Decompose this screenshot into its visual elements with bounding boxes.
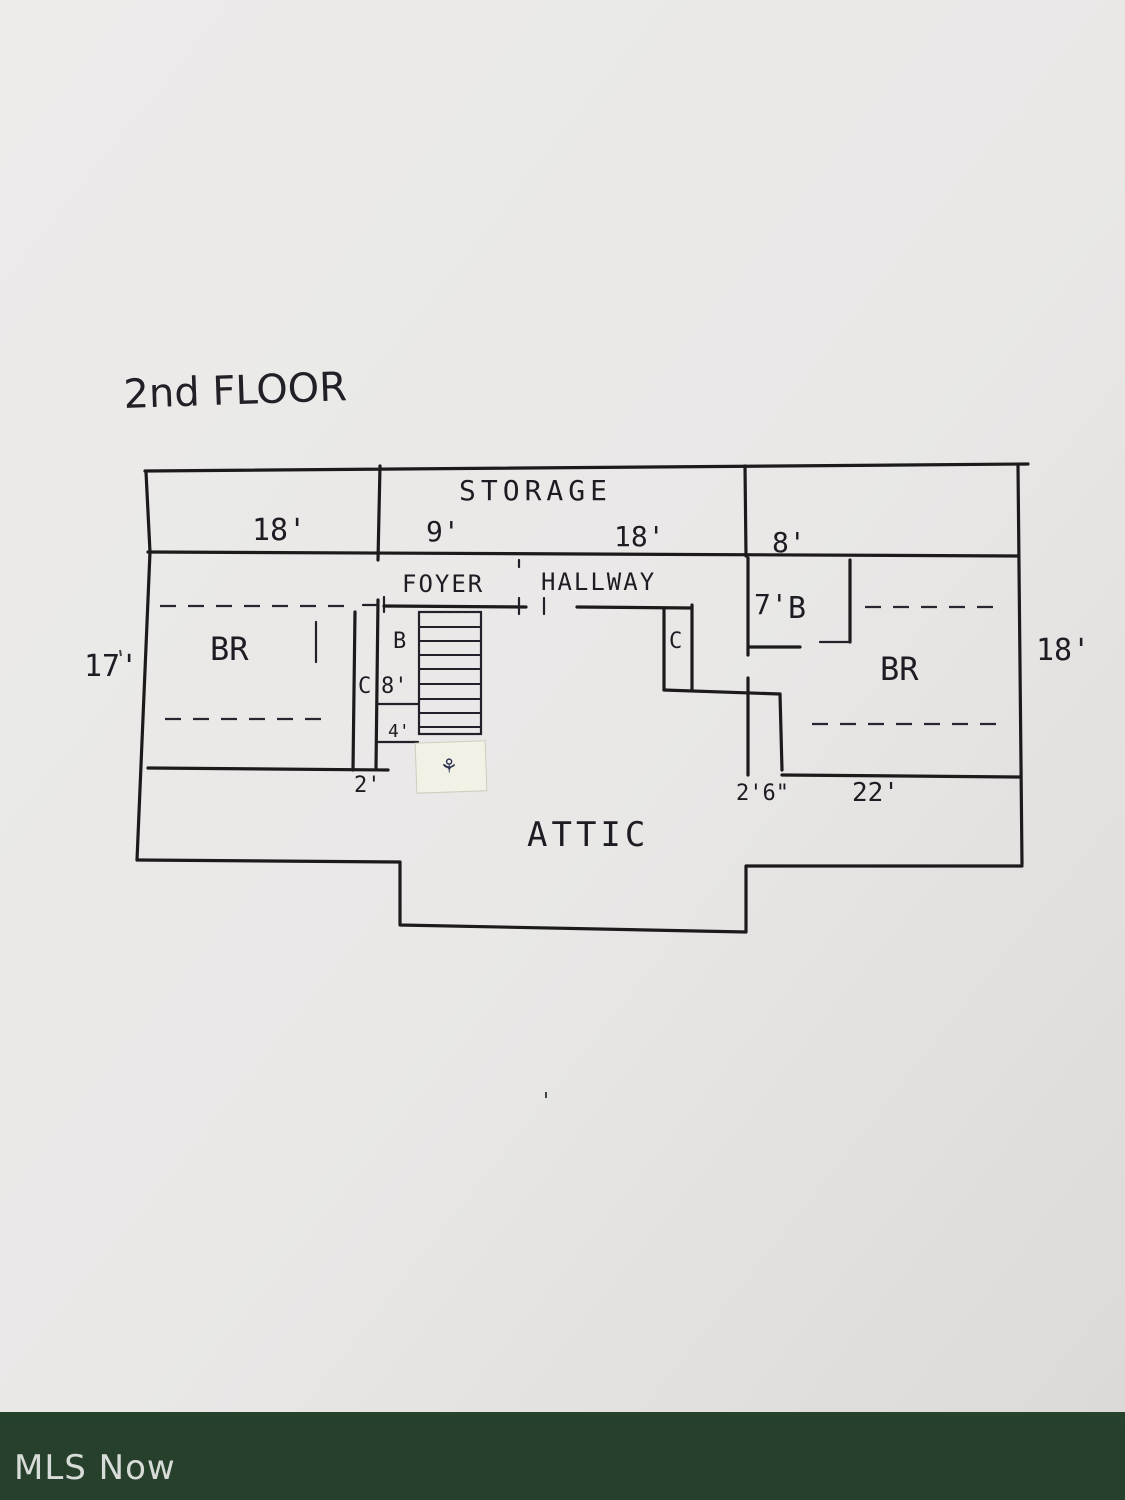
room-label-hallway: HALLWAY [541, 568, 656, 596]
room-label-br-left: BR [210, 630, 249, 668]
closet-right [662, 603, 784, 777]
watermark: MLS Now [14, 1448, 176, 1488]
dimension-left-side: 17' [84, 649, 138, 684]
dimension-top-far-right: 8' [772, 526, 806, 559]
dimension-right-side: 18' [1036, 633, 1090, 668]
hallway-walls [382, 558, 694, 616]
bedroom-left-walls [146, 604, 390, 772]
outer-walls [135, 464, 1024, 934]
dimension-br-right-width: 22' [852, 778, 899, 808]
dimension-top-right: 18' [614, 520, 665, 553]
paper-sheet [0, 0, 1125, 1412]
storage-strip [143, 462, 1030, 562]
floor-plan: ⚘ [135, 462, 1030, 934]
room-label-bath-right: B [788, 591, 806, 626]
svg-text:⚘: ⚘ [440, 754, 458, 778]
bath-right [746, 556, 852, 657]
dimension-closet-left-width: 2' [354, 773, 381, 798]
dimension-top-left: 18' [252, 513, 306, 548]
dimension-bath-left-depth: 8' [381, 674, 408, 699]
taped-note: ⚘ [414, 740, 488, 794]
dimension-closet-right-width: 2'6" [736, 781, 789, 806]
room-label-foyer: FOYER [402, 570, 484, 598]
room-label-bath-left: B [393, 629, 406, 654]
dimension-bath-right: 7' [754, 588, 788, 621]
dimension-top-mid: 9' [426, 515, 460, 548]
staircase [417, 610, 483, 736]
room-label-storage: STORAGE [459, 474, 612, 507]
closet-bath-left [351, 595, 420, 772]
room-label-closet-left: C [358, 674, 371, 699]
room-label-attic: ATTIC [527, 815, 649, 855]
dimension-bath-left-width: 4' [388, 721, 410, 742]
page-title: 2nd FLOOR [123, 364, 348, 418]
room-label-br-right: BR [880, 650, 919, 688]
bedroom-right-walls [780, 605, 1022, 779]
pencil-mark [119, 649, 122, 657]
room-label-closet-right: C [669, 629, 682, 654]
